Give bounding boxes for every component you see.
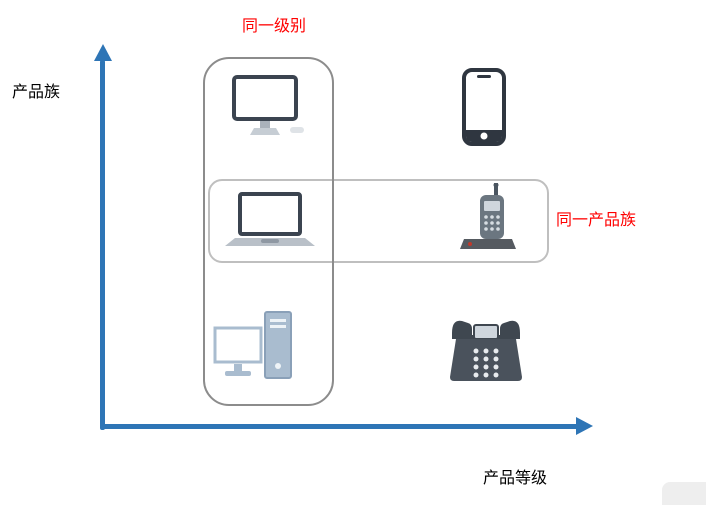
desk-phone-icon: [448, 315, 524, 390]
x-axis-line: [100, 424, 580, 429]
same-family-group-box: [208, 179, 549, 263]
y-axis-arrowhead-icon: [94, 44, 112, 61]
same-family-annotation: 同一产品族: [556, 212, 637, 229]
y-axis-label: 产品族: [12, 84, 61, 101]
desktop-monitor-icon: [228, 75, 308, 144]
x-axis-label: 产品等级: [483, 470, 548, 487]
same-level-group-box: [203, 57, 334, 406]
cordless-phone-icon: [458, 182, 518, 258]
x-axis-arrowhead-icon: [576, 417, 593, 435]
smartphone-icon: [462, 68, 506, 151]
tower-pc-icon: [213, 308, 297, 393]
same-level-annotation: 同一级别: [242, 18, 307, 35]
y-axis-line: [100, 60, 105, 430]
laptop-icon: [225, 192, 315, 255]
watermark: [662, 482, 706, 505]
